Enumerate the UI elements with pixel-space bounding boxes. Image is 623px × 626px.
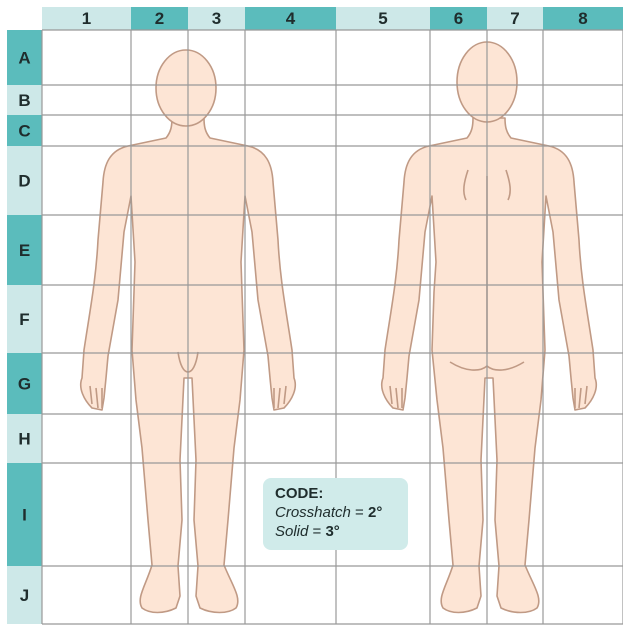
row-header-H: H: [18, 430, 30, 449]
column-header-4: 4: [286, 9, 296, 28]
column-header-6: 6: [454, 9, 463, 28]
row-header-D: D: [18, 172, 30, 191]
solid-equals: =: [313, 523, 322, 540]
solid-value: 3°: [325, 523, 339, 540]
row-header-E: E: [19, 241, 30, 260]
row-header-A: A: [18, 49, 30, 68]
column-header-1: 1: [82, 9, 91, 28]
solid-term: Solid: [275, 523, 308, 540]
column-header-5: 5: [378, 9, 387, 28]
column-header-2: 2: [155, 9, 164, 28]
back-body-outline: [382, 118, 597, 613]
column-header-8: 8: [578, 9, 587, 28]
row-header-C: C: [18, 122, 30, 141]
crosshatch-legend-line: Crosshatch = 2°: [275, 503, 408, 522]
row-header-J: J: [20, 586, 29, 605]
row-header-B: B: [18, 91, 30, 110]
code-legend-title: CODE:: [275, 485, 408, 503]
code-legend: CODE: Crosshatch = 2° Solid = 3°: [263, 478, 408, 550]
solid-legend-line: Solid = 3°: [275, 522, 408, 541]
crosshatch-equals: =: [355, 504, 364, 521]
row-header-I: I: [22, 506, 27, 525]
row-header-F: F: [19, 310, 29, 329]
crosshatch-value: 2°: [368, 504, 382, 521]
column-header-3: 3: [212, 9, 221, 28]
crosshatch-term: Crosshatch: [275, 504, 351, 521]
row-header-G: G: [18, 375, 31, 394]
back-body-figure: [382, 42, 597, 613]
column-header-7: 7: [510, 9, 519, 28]
